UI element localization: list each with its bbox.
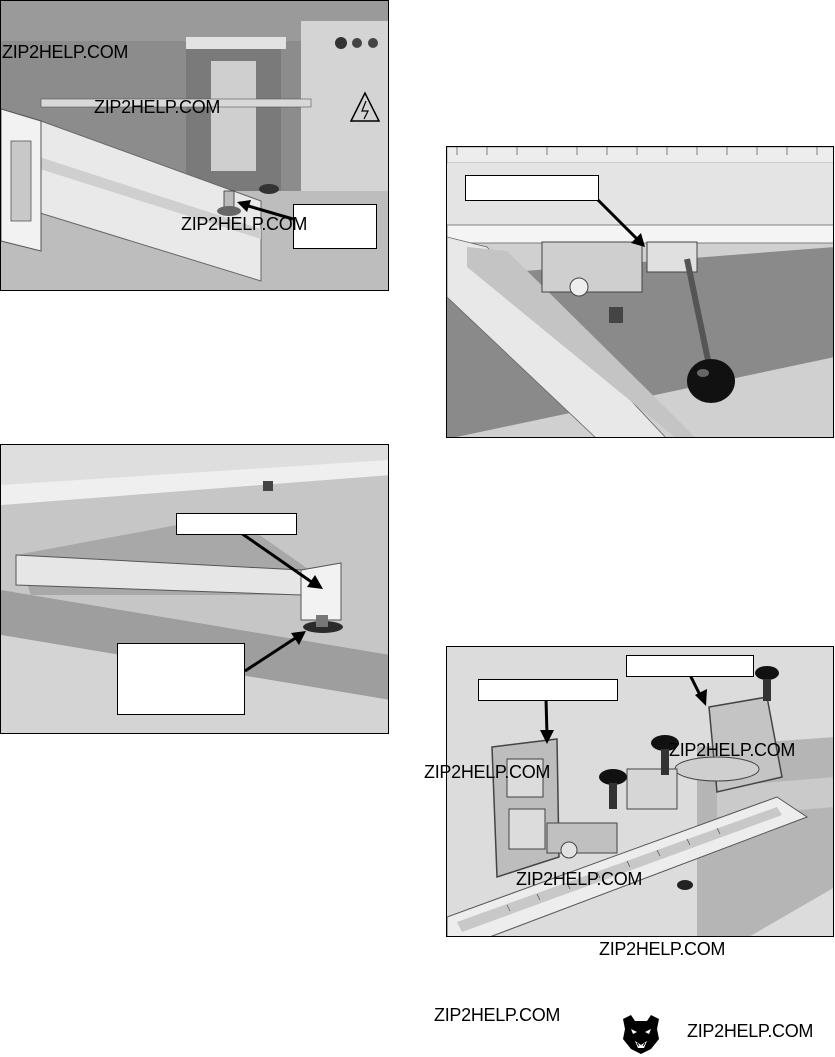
figure-3-photo <box>446 146 834 438</box>
watermark-2: ZIP2HELP.COM <box>94 97 221 117</box>
figure-4-illustration <box>447 647 833 936</box>
figure-1-illustration <box>1 1 388 282</box>
figure-4-callout-left <box>478 679 618 701</box>
figure-1-callout-box <box>293 204 377 249</box>
watermark-7: ZIP2HELP.COM <box>599 939 726 959</box>
watermark-4: ZIP2HELP.COM <box>669 740 796 760</box>
figure-3-callout-box <box>465 175 599 201</box>
figure-2-callout-top <box>176 513 297 535</box>
watermark-5: ZIP2HELP.COM <box>424 762 551 782</box>
electrical-hazard-warning-icon <box>349 91 381 122</box>
figure-2-photo <box>0 444 389 734</box>
watermark-1: ZIP2HELP.COM <box>2 42 129 62</box>
bear-head-logo-icon <box>623 1015 659 1054</box>
watermark-3: ZIP2HELP.COM <box>181 214 308 234</box>
figure-4-photo <box>446 646 834 937</box>
figure-1-photo <box>0 0 389 291</box>
figure-2-callout-bottom <box>117 643 245 715</box>
watermark-9: ZIP2HELP.COM <box>687 1021 814 1041</box>
figure-4-callout-right <box>626 655 754 677</box>
watermark-6: ZIP2HELP.COM <box>516 869 643 889</box>
watermark-8: ZIP2HELP.COM <box>434 1005 561 1025</box>
